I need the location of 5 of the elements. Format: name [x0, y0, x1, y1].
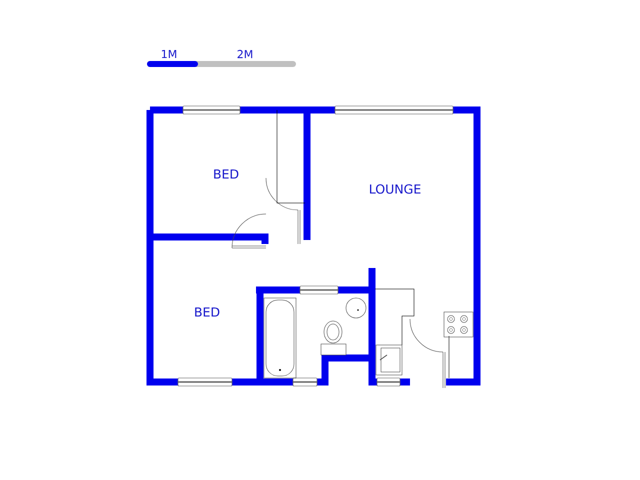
room-label: BED	[195, 307, 220, 317]
room-label: BED	[214, 169, 238, 179]
scale-label: 1M	[162, 50, 176, 58]
room-label: LOUNGE	[370, 184, 420, 194]
scale-label: 2M	[238, 50, 252, 58]
